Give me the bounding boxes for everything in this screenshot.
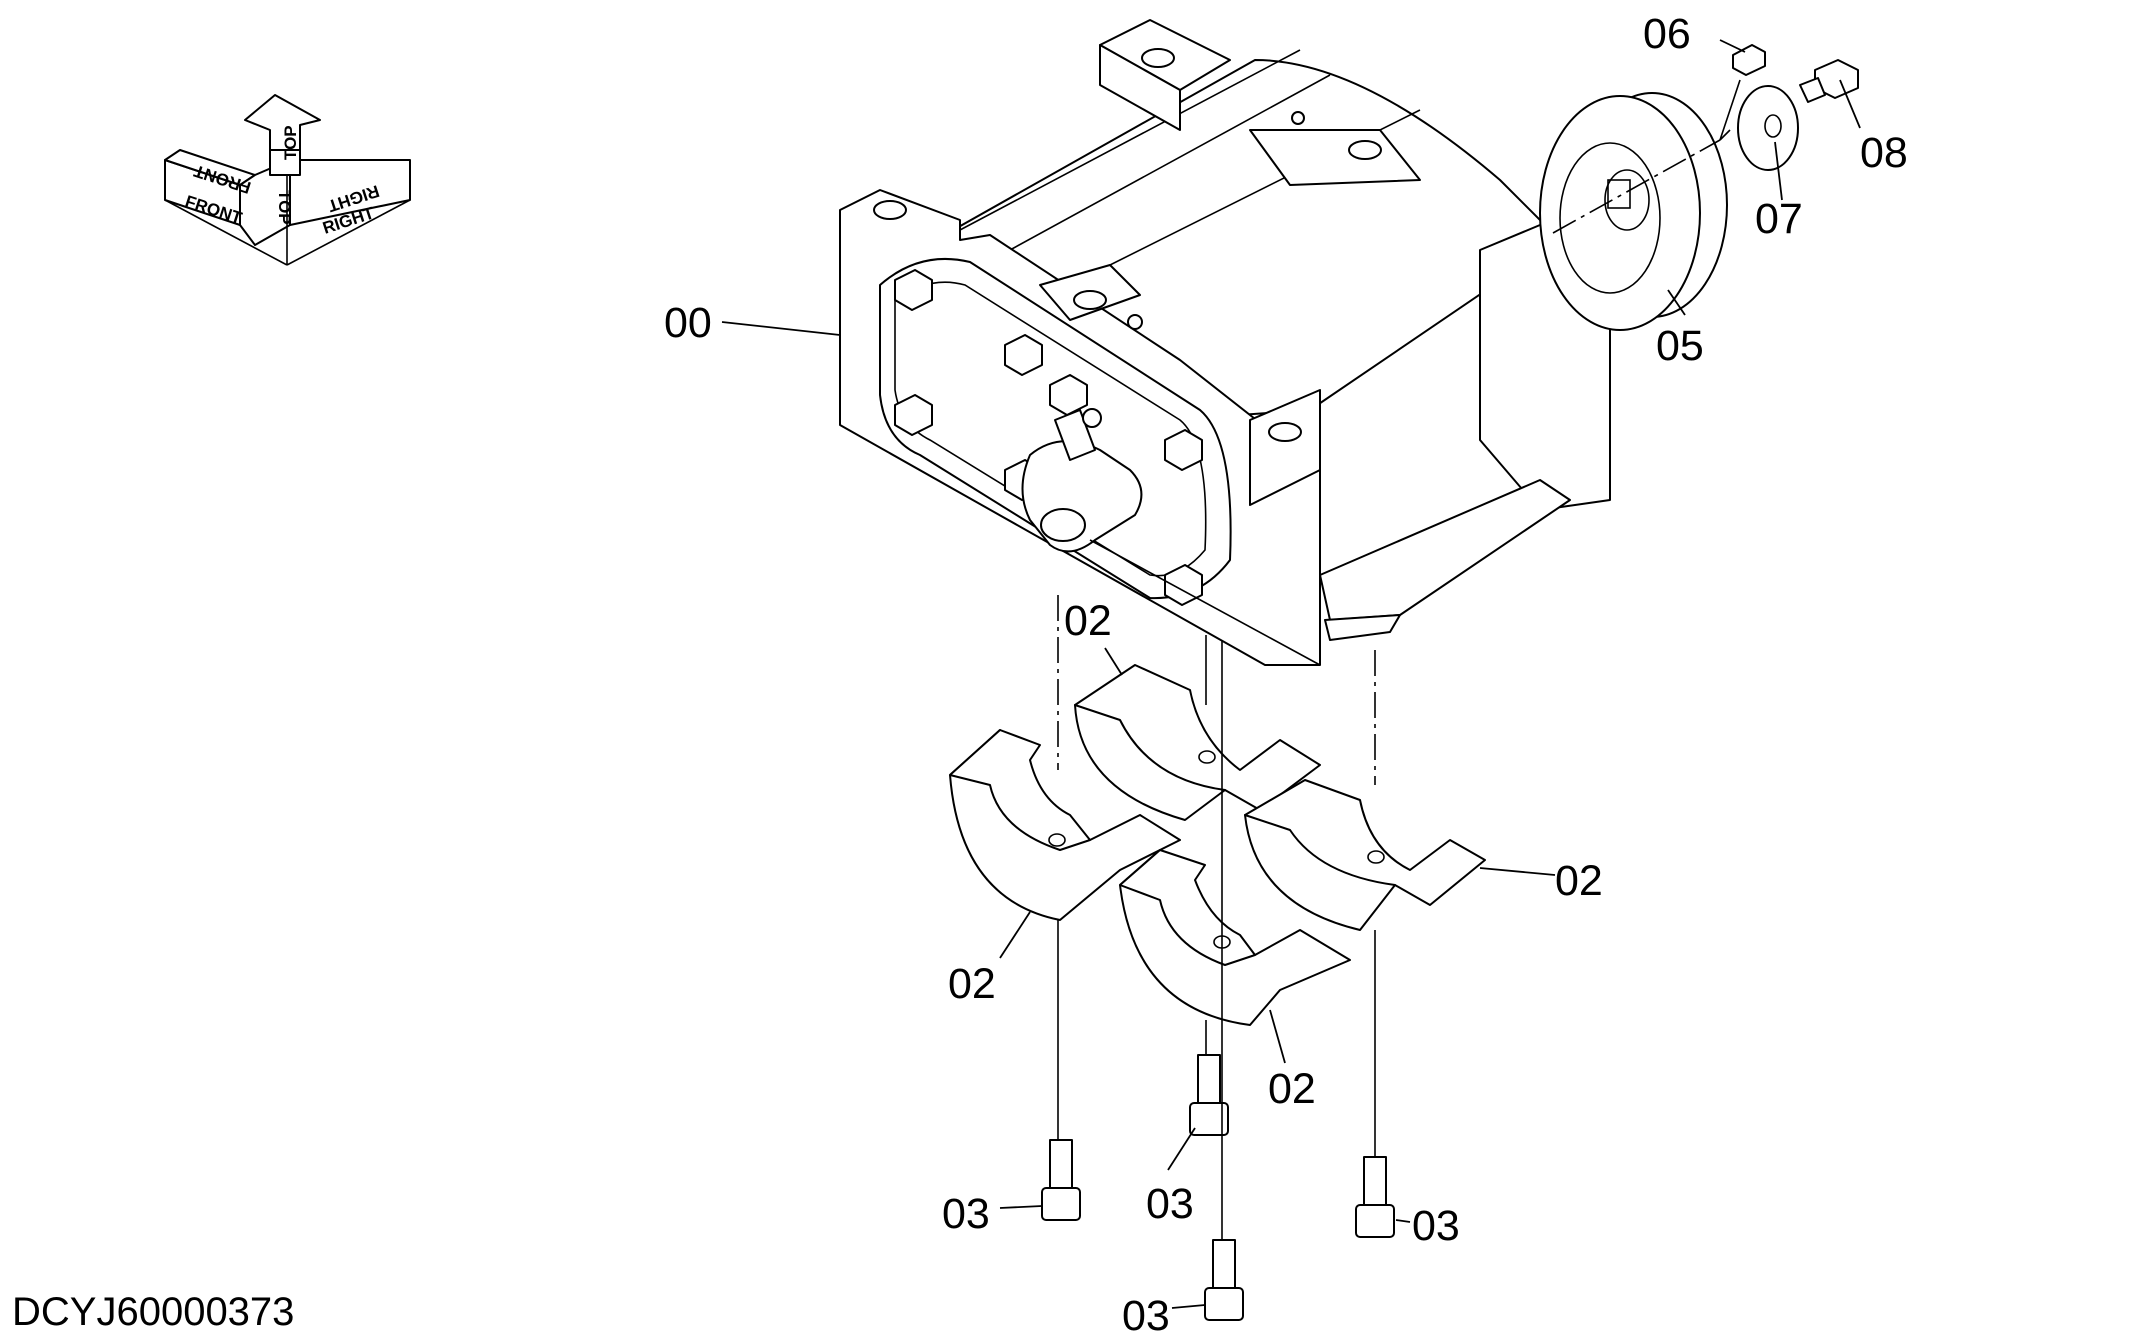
top-mirror-label: TOP <box>275 190 294 225</box>
mount-hole <box>1268 422 1302 442</box>
callout-08: 08 <box>1860 129 1908 177</box>
drawing-number: DCYJ60000373 <box>12 1290 294 1334</box>
bearing-half-right <box>1244 779 1486 931</box>
gearbox-housing <box>839 19 1611 666</box>
mount-hole <box>1073 290 1107 310</box>
callout-03-right: 03 <box>1412 1202 1460 1250</box>
washer <box>1737 85 1799 171</box>
callout-02-bottom: 02 <box>1268 1065 1316 1113</box>
mount-hole <box>1348 140 1382 160</box>
pulley-bolt <box>1799 59 1859 103</box>
pulley <box>1539 92 1728 331</box>
cap-screw <box>1189 1054 1229 1136</box>
bearing-half-left <box>949 729 1181 921</box>
mount-hole <box>1141 48 1175 68</box>
cap-screw <box>1355 1156 1395 1238</box>
bearing-half-center-top <box>1074 664 1321 821</box>
callout-03-left: 03 <box>942 1190 990 1238</box>
callout-02-right: 02 <box>1555 857 1603 905</box>
callout-02-left: 02 <box>948 960 996 1008</box>
callout-03-center: 03 <box>1146 1180 1194 1228</box>
callout-07: 07 <box>1755 195 1803 243</box>
cap-screw <box>1204 1239 1244 1321</box>
callout-03-bottom: 03 <box>1122 1292 1170 1337</box>
callout-06: 06 <box>1643 10 1691 58</box>
orientation-symbol: FRONT FRONT TOP TOP RIGHT RIGHT <box>164 94 411 266</box>
callout-05: 05 <box>1656 322 1704 370</box>
callout-00: 00 <box>664 299 712 347</box>
cap-screw <box>1041 1139 1081 1221</box>
top-label: TOP <box>281 125 300 160</box>
callout-02-top: 02 <box>1064 597 1112 645</box>
mount-hole <box>873 200 907 220</box>
key <box>1732 44 1766 76</box>
